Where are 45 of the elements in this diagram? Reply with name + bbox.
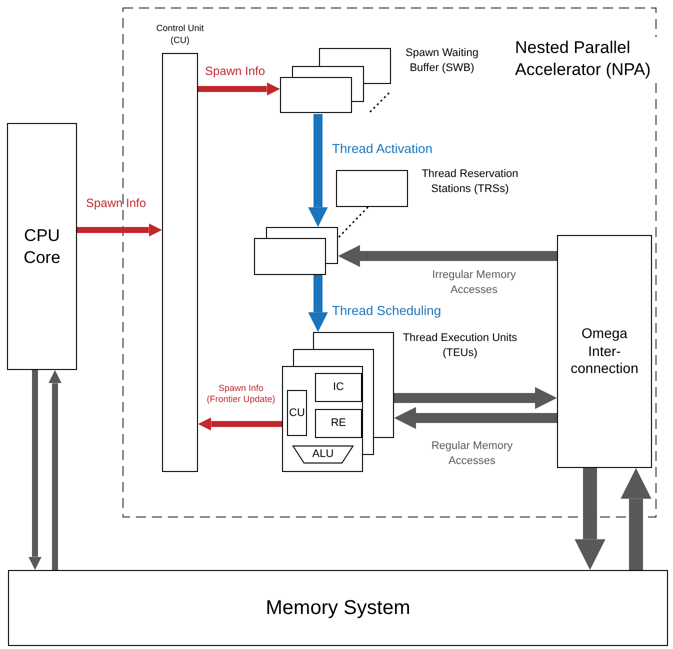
arrow (308, 275, 328, 332)
edge-label: Spawn Info (Frontier Update) (206, 383, 276, 406)
execution-unit-stack (282, 332, 394, 472)
accelerator-region (122, 7, 657, 518)
cpu-box (7, 123, 77, 370)
unit-box (315, 373, 362, 402)
arrow (394, 387, 557, 409)
control-unit-box (162, 53, 198, 472)
edge-label: Irregular Memory Accesses (431, 268, 517, 298)
arrow (308, 114, 328, 227)
memory-box (8, 570, 668, 646)
arrow (574, 468, 606, 570)
arrow (620, 468, 652, 570)
unit-box (315, 409, 362, 438)
arrow (198, 417, 282, 431)
node-label: Omega Inter-connection (570, 325, 640, 378)
unit-caption: Thread Reservation Stations (TRSs) (420, 167, 520, 198)
alu-trapezoid (292, 445, 354, 464)
arrow (77, 223, 162, 237)
arrow (394, 407, 557, 429)
node-label: CU (289, 406, 305, 421)
unit-caption: Thread Execution Units (TEUs) (402, 331, 518, 362)
unit-label: ALU (312, 447, 334, 462)
node-label: RE (330, 416, 346, 432)
node-label: Memory System (266, 596, 410, 621)
unit-caption: Control Unit (CU) (155, 22, 205, 47)
edge-label: Spawn Info (86, 195, 148, 212)
station-stack (254, 227, 338, 275)
unit-box (287, 390, 307, 436)
node-label: IC (333, 380, 344, 396)
arrow (338, 245, 557, 267)
unit-caption: Spawn Waiting Buffer (SWB) (404, 46, 480, 76)
arrow (48, 370, 62, 570)
arrow (28, 370, 42, 570)
edge-label: Spawn Info (205, 63, 266, 80)
buffer-stack (280, 48, 392, 114)
station-box (336, 170, 408, 207)
interconnect-box (557, 235, 652, 468)
node-label: CPU Core (22, 225, 62, 268)
dotted-line (337, 206, 369, 239)
edge-label: Thread Scheduling (332, 302, 442, 320)
region-title: Nested Parallel Accelerator (NPA) (515, 37, 657, 81)
edge-label: Regular Memory Accesses (430, 439, 514, 470)
arrow (198, 82, 280, 96)
edge-label: Thread Activation (332, 140, 434, 158)
